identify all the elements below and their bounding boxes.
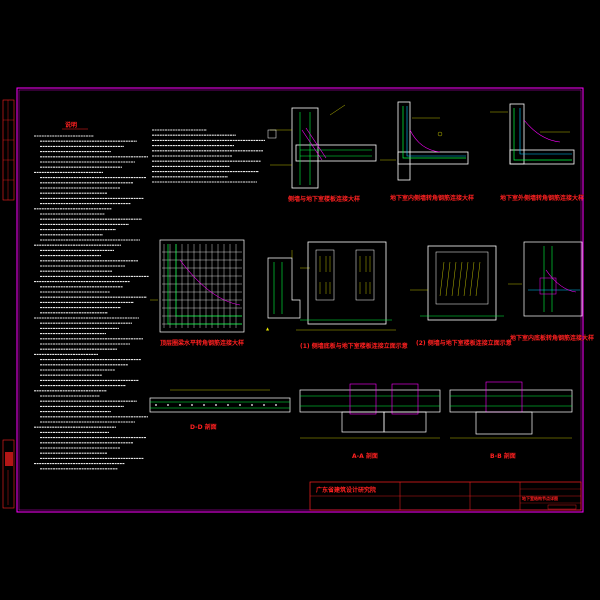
rebar-dot	[263, 404, 265, 406]
detail-3-outer-corner: 地下室外侧墙转角钢筋连接大样	[490, 103, 584, 202]
detail-2-caption: 地下室内侧墙转角钢筋连接大样	[390, 194, 474, 202]
detail-4-caption: 顶层圈梁水平转角钢筋连接大样	[160, 339, 244, 347]
detail-2-inner-corner: 地下室内侧墙转角钢筋连接大样	[380, 101, 474, 202]
detail-6-elevation-1: (1) 侧墙底板与地下室楼板连接立面示意	[296, 241, 408, 350]
rebar-dot	[155, 404, 157, 406]
title-block: 广东省建筑设计研究院 地下室结构节点详图	[309, 481, 582, 511]
rebar-dot	[215, 404, 217, 406]
rebar-line	[451, 261, 457, 297]
rebar-dot	[251, 404, 253, 406]
notes-text-lines-right	[152, 129, 265, 183]
rebar-line	[445, 261, 451, 297]
left-binding-strip	[2, 99, 15, 509]
rebar-dot	[239, 404, 241, 406]
section-b-b: B-B 剖面	[449, 381, 573, 460]
rebar-dot	[191, 404, 193, 406]
rebar-line	[457, 261, 463, 297]
section-a-a: A-A 剖面	[299, 383, 441, 460]
detail-8-bottom-corner: 地下室内底板转角钢筋连接大样	[508, 241, 594, 342]
section-dd-caption: D-D 剖面	[190, 423, 217, 431]
general-notes-block: 说明	[34, 121, 265, 470]
detail-5-small-joint: ▲	[266, 250, 310, 331]
title-block-drawing-title: 地下室结构节点详图	[522, 495, 558, 501]
title-block-company: 广东省建筑设计研究院	[316, 486, 376, 494]
detail-4-ring-beam-corner: 顶层圈梁水平转角钢筋连接大样	[150, 239, 245, 347]
rebar-dot	[167, 404, 169, 406]
rebar-dot	[227, 404, 229, 406]
rebar-line	[475, 261, 481, 297]
detail-6-caption: (1) 侧墙底板与地下室楼板连接立面示意	[300, 342, 408, 350]
rebar-dot	[179, 404, 181, 406]
notes-title: 说明	[65, 121, 77, 129]
section-aa-caption: A-A 剖面	[352, 452, 378, 460]
rebar-line	[469, 261, 475, 297]
rebar-dot	[275, 404, 277, 406]
detail-1-caption: 侧墙与地下室楼板连接大样	[288, 195, 360, 203]
section-d-d: D-D 剖面	[149, 389, 291, 431]
detail-1-wall-floor-connection: 侧墙与地下室楼板连接大样	[267, 104, 377, 203]
detail-3-caption: 地下室外侧墙转角钢筋连接大样	[500, 194, 584, 202]
section-bb-caption: B-B 剖面	[490, 452, 516, 460]
sheet-border-outer	[16, 87, 584, 513]
rebar-dot	[203, 404, 205, 406]
detail-8-caption: 地下室内底板转角钢筋连接大样	[510, 334, 594, 342]
sheet-border-inner	[18, 89, 582, 511]
detail-5-tag: ▲	[266, 326, 270, 331]
detail-7-elevation-2: (2) 侧墙与地下室楼板连接立面示意	[410, 245, 512, 347]
rebar-line	[463, 261, 469, 297]
notes-text-lines-left	[34, 135, 149, 470]
detail-7-caption: (2) 侧墙与地下室楼板连接立面示意	[416, 339, 512, 347]
rebar-line	[439, 261, 445, 297]
